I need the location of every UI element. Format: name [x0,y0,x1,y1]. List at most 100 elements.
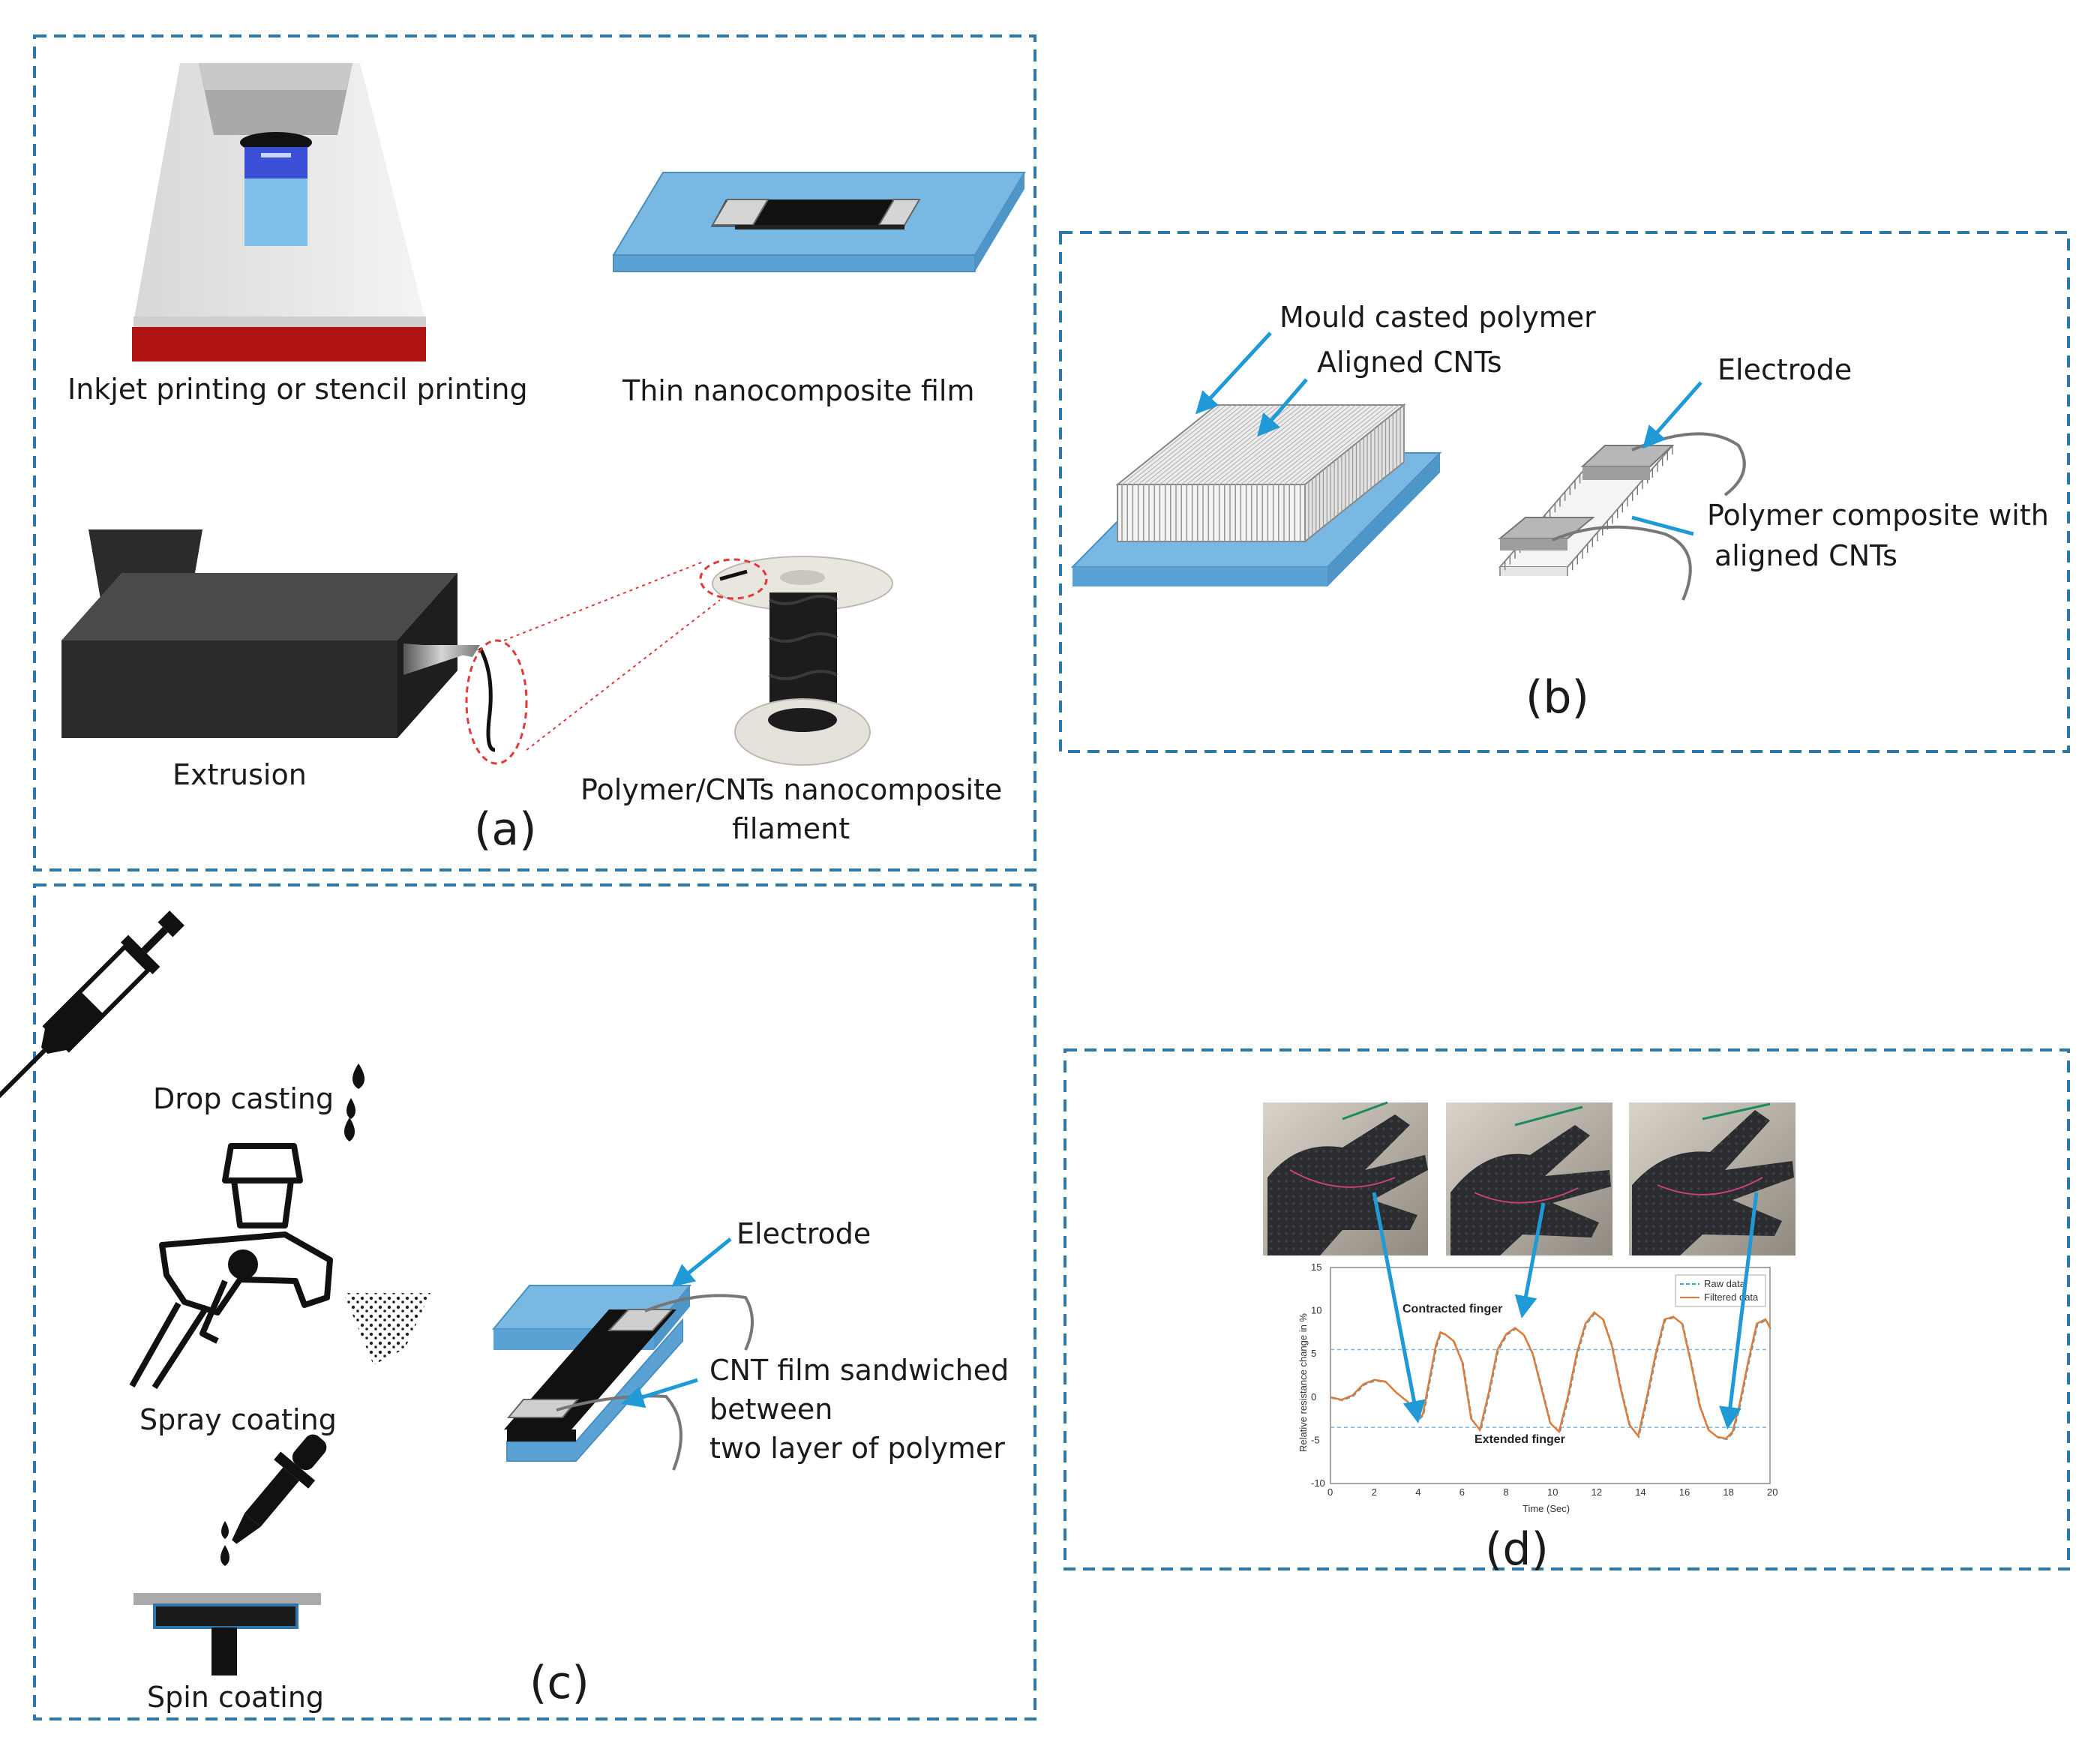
x-tick-label: 10 [1547,1486,1558,1498]
aligned-cnt-lines [1121,404,1405,542]
chart-reference-lines [1330,1348,1770,1428]
composite-label-1: Polymer composite with [1707,499,2049,532]
spin-coater-icon [134,1593,321,1676]
cnt-top-line [1278,404,1378,485]
cnt-top-line [1138,404,1238,485]
filament-label-1: Polymer/CNTs nanocomposite [580,773,1002,806]
photo-arrow-1 [1372,1192,1426,1424]
chart-xlabel: Time (Sec) [1522,1503,1570,1514]
photo-arrow-3 [1719,1192,1759,1430]
cnt-top-line [1262,404,1362,485]
cnt-top-line [1170,404,1270,485]
panel-a: Inkjet printing or stencil printing Thin… [62,63,1026,856]
dropper-icon [232,1434,327,1544]
cnt-top-line [1300,404,1400,485]
electrode-label-c: Electrode [736,1217,871,1250]
drop-2 [346,1098,356,1119]
x-tick-label: 12 [1592,1486,1602,1498]
panel-c: Drop casting Spray coating Spin coati [0,910,1009,1714]
glove-photo-1 [1263,1101,1428,1256]
electrode-arrow-b [1642,381,1702,449]
x-tick-label: 18 [1723,1486,1733,1498]
drop-label: Drop casting [153,1082,334,1115]
cnt-top-line [1143,404,1244,485]
cnt-top-line [1202,404,1303,485]
x-tick-label: 0 [1328,1486,1333,1498]
electrode-arrow-c [671,1238,732,1287]
cnt-top-line [1273,404,1372,485]
filament-spool-illustration [699,556,893,766]
y-tick-label: 15 [1311,1262,1322,1273]
spray-mist [344,1293,430,1365]
cnt-top-line [1219,404,1318,485]
filament-label-2: filament [732,812,850,845]
legend-raw: Raw data [1704,1278,1746,1289]
dropper-drop-2 [220,1545,230,1566]
sandwich-illustration [491,1285,754,1471]
x-tick-label: 14 [1635,1486,1646,1498]
cnt-top-line [1240,404,1340,485]
panel-a-letter: (a) [474,803,537,856]
extended-annotation: Extended finger [1474,1433,1565,1446]
cnt-top-line [1165,404,1264,485]
cnt-top-line [1268,404,1367,485]
cnt-top-line [1148,404,1249,485]
dropper-drop-1 [221,1521,229,1539]
glove-photo-3 [1629,1102,1796,1256]
inkjet-printer-illustration [132,63,426,362]
panel-borders [33,34,2070,1720]
panel-b-border [1059,231,2070,753]
cnt-top-line [1229,404,1330,485]
thin-film-illustration [612,172,1026,272]
cnt-top-line [1251,404,1352,485]
aligned-label: Aligned CNTs [1317,346,1502,379]
glove-photo-2 [1446,1102,1612,1256]
cnt-top-line [1234,404,1335,485]
cnt-top-line [1288,404,1389,485]
x-tick-label: 8 [1503,1486,1508,1498]
ink-cartridge-bottom [244,178,308,246]
printer-red-base [132,327,426,362]
sandwich-label-2: between [710,1393,832,1426]
electrode-label-b: Electrode [1718,353,1852,386]
filament-strand [478,646,496,752]
composite-illustration [1498,432,1746,601]
spray-label: Spray coating [140,1403,337,1436]
cnt-top-line [1224,404,1324,485]
drop-3 [344,1118,355,1142]
spin-label: Spin coating [147,1681,324,1714]
panel-b: Mould casted polymer Aligned CNTs Electr… [1070,301,2049,724]
cnt-top-line [1126,404,1227,485]
sandwich-arrow [621,1378,698,1408]
cnt-top-line [1294,404,1394,485]
contracted-annotation: Contracted finger [1402,1303,1502,1316]
x-tick-label: 2 [1372,1486,1377,1498]
aligned-arrow [1257,378,1308,437]
film-label: Thin nanocomposite film [622,374,974,407]
cnt-top-line [1214,404,1313,485]
photo-arrow-2 [1514,1202,1546,1318]
mould-label: Mould casted polymer [1280,301,1596,334]
cnt-top-line [1160,404,1259,485]
y-tick-label: -10 [1311,1478,1325,1489]
panel-b-letter: (b) [1526,671,1589,724]
y-tick-label: 5 [1311,1348,1316,1359]
legend-filtered: Filtered data [1704,1292,1759,1303]
cnt-top-line [1154,404,1254,485]
x-tick-label: 16 [1679,1486,1690,1498]
cnt-top-line [1283,404,1384,485]
ink-cartridge-top [244,147,308,178]
composite-label-2: aligned CNTs [1714,539,1898,572]
drop-1 [352,1064,364,1089]
extrusion-label: Extrusion [172,758,307,791]
syringe-icon [0,910,184,1100]
x-tick-label: 20 [1767,1486,1778,1498]
cnt-top-line [1246,404,1346,485]
mould-illustration [1070,403,1442,586]
chart-legend: Raw data Filtered data [1675,1274,1766,1307]
y-tick-label: 10 [1311,1305,1322,1316]
inkjet-label: Inkjet printing or stencil printing [68,373,528,406]
extruder-illustration [62,530,721,765]
panel-d-letter: (d) [1485,1523,1549,1576]
